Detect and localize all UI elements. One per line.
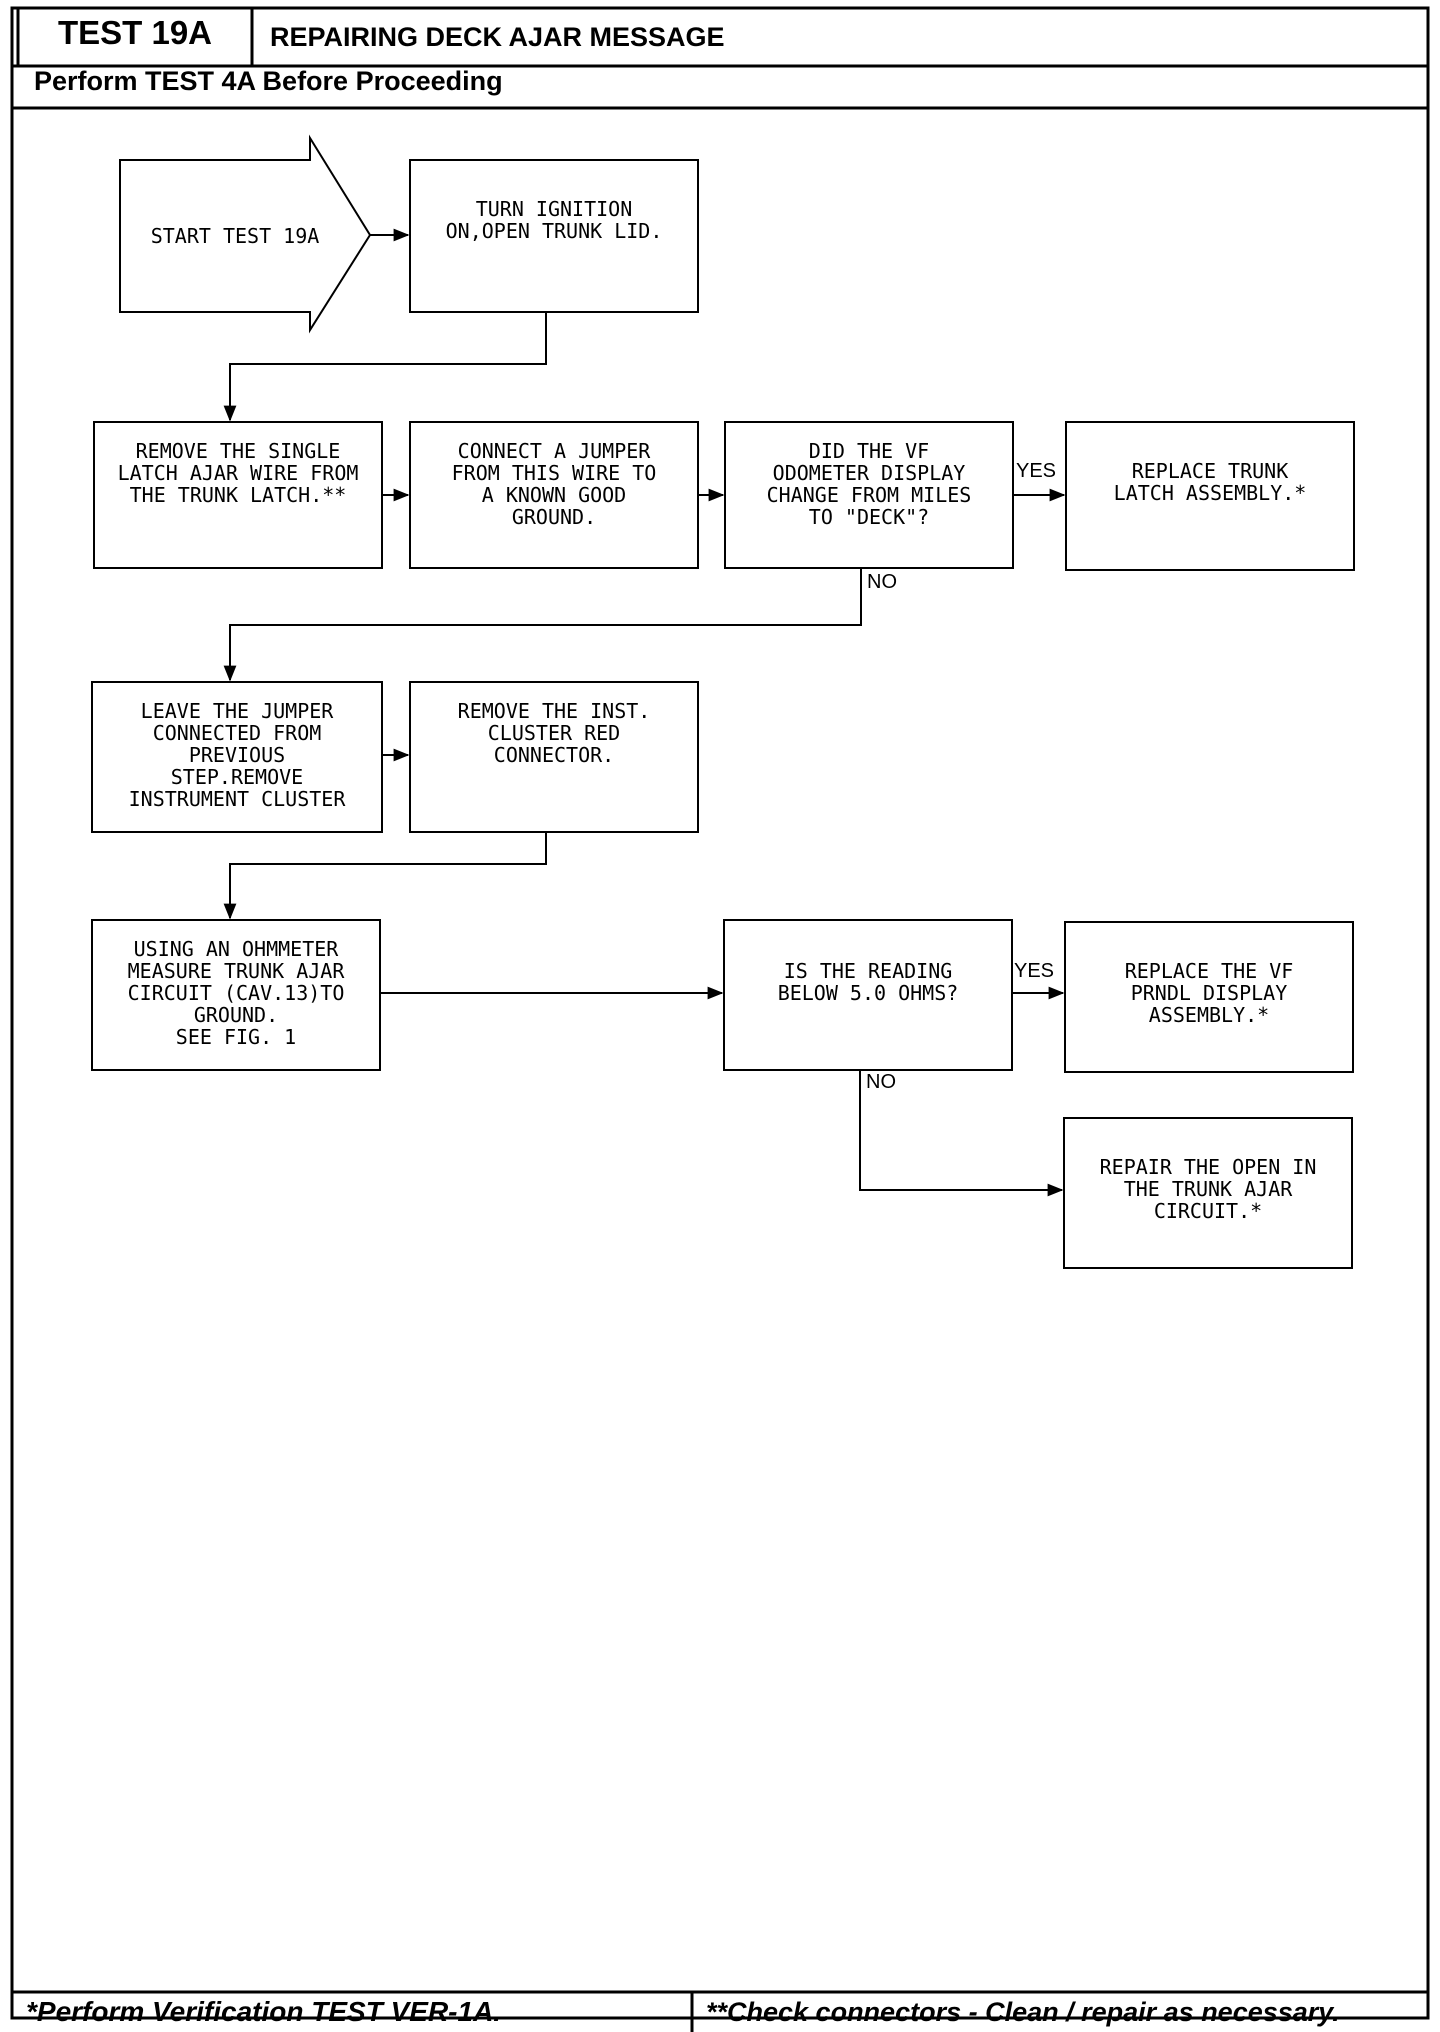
box-ohmmeter: [91, 919, 381, 1071]
node-replace-prndl: REPLACE THE VF PRNDL DISPLAY ASSEMBLY.*: [1124, 959, 1294, 1027]
node-remove-red-connector: REMOVE THE INST. CLUSTER RED CONNECTOR.: [457, 699, 651, 767]
node-connect-jumper: CONNECT A JUMPER FROM THIS WIRE TO A KNO…: [451, 439, 657, 529]
label-no-repair: NO: [866, 1071, 896, 1093]
footer-connector-note: **Check connectors - Clean / repair as n…: [706, 1996, 1340, 2027]
box-remove-wire: [93, 421, 383, 569]
page-frame: [10, 6, 1430, 2020]
box-replace-latch: [1065, 421, 1355, 571]
node-is-reading-below: IS THE READING BELOW 5.0 OHMS?: [777, 959, 959, 1005]
node-turn-ignition: TURN IGNITION ON,OPEN TRUNK LID.: [445, 197, 663, 243]
node-ohmmeter: USING AN OHMMETER MEASURE TRUNK AJAR CIR…: [127, 937, 345, 1049]
footer-verification-note: *Perform Verification TEST VER-1A.: [26, 1996, 502, 2027]
box-connect-jumper: [409, 421, 699, 569]
page-title: REPAIRING DECK AJAR MESSAGE: [270, 22, 725, 52]
start-arrow-shape: [119, 134, 372, 334]
label-yes-prndl: YES: [1014, 960, 1055, 982]
box-replace-prndl: [1064, 921, 1354, 1073]
label-yes-latch: YES: [1016, 460, 1057, 482]
node-did-vf-change: DID THE VF ODOMETER DISPLAY CHANGE FROM …: [766, 439, 972, 529]
test-id: TEST 19A: [57, 14, 213, 51]
box-repair-open: [1063, 1117, 1353, 1269]
label-no-latch: NO: [867, 571, 897, 593]
node-replace-latch: REPLACE TRUNK LATCH ASSEMBLY.*: [1113, 459, 1307, 505]
box-remove-red-connector: [409, 681, 699, 833]
box-did-vf-change: [724, 421, 1014, 569]
node-remove-wire: REMOVE THE SINGLE LATCH AJAR WIRE FROM T…: [117, 439, 359, 507]
node-start: START TEST 19A: [150, 224, 320, 248]
node-leave-jumper: LEAVE THE JUMPER CONNECTED FROM PREVIOUS…: [128, 699, 346, 811]
box-is-reading-below: [723, 919, 1013, 1071]
box-turn-ignition: [409, 159, 699, 313]
prerequisite-note: Perform TEST 4A Before Proceeding: [34, 66, 503, 96]
node-repair-open: REPAIR THE OPEN IN THE TRUNK AJAR CIRCUI…: [1099, 1155, 1317, 1223]
box-leave-jumper: [91, 681, 383, 833]
